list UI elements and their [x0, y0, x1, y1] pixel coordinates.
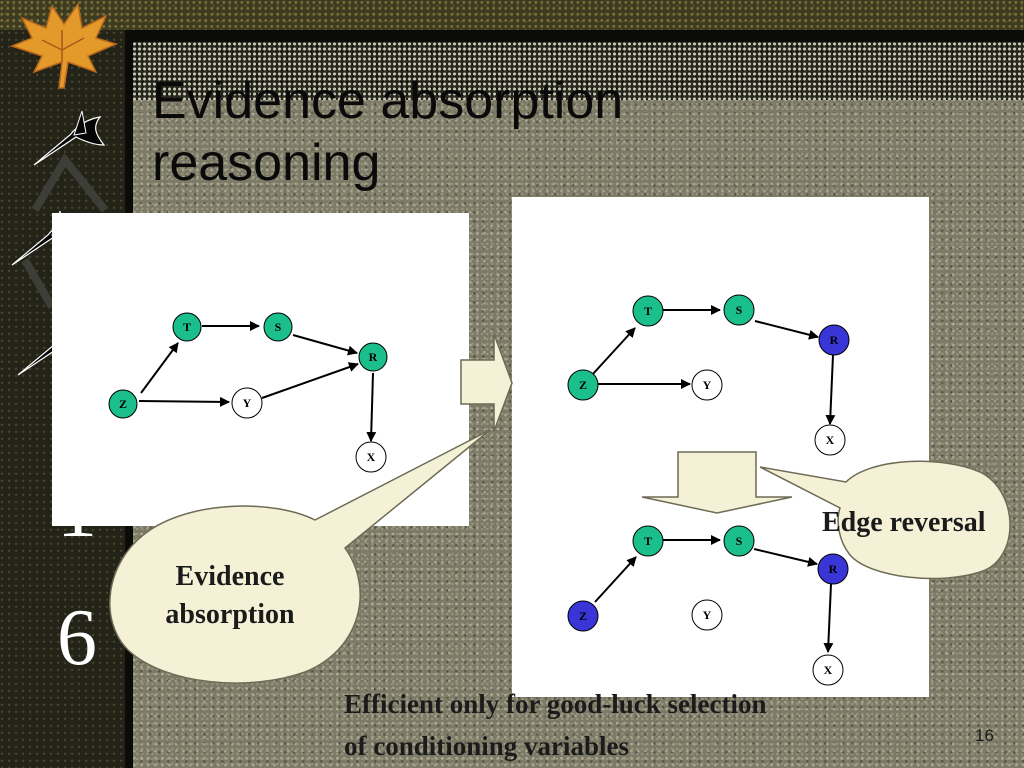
network-original: T S R Z Y X — [108, 312, 388, 473]
slide-number-digit-lower: 6 — [57, 594, 97, 682]
node-s: S — [723, 294, 755, 326]
node-s: S — [723, 525, 755, 557]
node-r: R — [818, 324, 850, 356]
node-x: X — [814, 424, 846, 456]
diagram-panel-original: T S R Z Y X — [52, 213, 469, 526]
node-y: Y — [691, 599, 723, 631]
svg-text:Z: Z — [579, 609, 587, 623]
title-band — [125, 30, 1024, 42]
edge-s-r — [754, 320, 819, 340]
node-z: Z — [108, 389, 138, 419]
network-absorbed-and-reversed: T S R Z Y X — [567, 294, 850, 686]
svg-text:Z: Z — [119, 397, 127, 411]
chevron-lines-icon — [31, 153, 109, 213]
svg-text:R: R — [830, 333, 839, 347]
svg-text:R: R — [369, 350, 378, 364]
page-number: 16 — [975, 726, 994, 745]
edge-z-t — [594, 556, 637, 603]
evidence-absorption-line-2: absorption — [165, 599, 295, 630]
diagonal-line-icon — [21, 258, 56, 309]
svg-text:T: T — [183, 320, 191, 334]
edge-r-x — [825, 354, 836, 425]
edge-r-x — [823, 583, 834, 653]
svg-text:Y: Y — [703, 378, 712, 392]
node-z: Z — [567, 369, 599, 401]
svg-text:X: X — [824, 663, 833, 677]
svg-text:S: S — [275, 320, 282, 334]
edge-z-t — [140, 342, 179, 394]
maple-leaf-icon — [9, 2, 119, 89]
edge-z-t — [591, 327, 636, 376]
evidence-absorption-bubble — [109, 429, 491, 684]
footer-line-1: Efficient only for good-luck selection — [344, 689, 767, 719]
svg-text:S: S — [736, 303, 743, 317]
edge-reversal-label: Edge reversal — [822, 507, 986, 538]
node-r: R — [817, 553, 849, 585]
node-t: T — [172, 312, 202, 342]
svg-text:T: T — [644, 304, 652, 318]
edge-z-y — [138, 396, 230, 407]
svg-text:S: S — [736, 534, 743, 548]
diagram-panel-transformed: T S R Z Y X — [512, 197, 929, 697]
network-reversed: T S R Z Y X — [567, 525, 849, 686]
node-y: Y — [231, 387, 263, 419]
down-block-arrow — [641, 451, 793, 514]
slide-title-line-2: reasoning — [152, 134, 381, 192]
top-texture-bar — [0, 0, 1024, 30]
slide-title-line-1: Evidence absorption — [152, 72, 624, 130]
evidence-absorption-label: Evidence absorption — [130, 558, 330, 634]
network-absorbed: T S R Z Y X — [567, 294, 850, 456]
edge-s-r — [292, 334, 358, 356]
node-t: T — [632, 525, 664, 557]
svg-text:Y: Y — [243, 396, 252, 410]
edge-r-x — [366, 372, 377, 442]
edge-y-r — [261, 362, 359, 399]
node-z: Z — [567, 600, 599, 632]
svg-text:Y: Y — [703, 608, 712, 622]
edge-s-r — [753, 548, 818, 567]
svg-text:T: T — [644, 534, 652, 548]
svg-text:X: X — [367, 450, 376, 464]
svg-text:Z: Z — [579, 378, 587, 392]
node-s: S — [263, 312, 293, 342]
edge-reversal-bubble — [759, 460, 1011, 580]
node-x: X — [812, 654, 844, 686]
node-x: X — [355, 441, 387, 473]
right-block-arrow — [460, 333, 513, 432]
title-texture-strip — [133, 42, 1024, 100]
swordfish-icon — [33, 110, 106, 166]
footer-note: Efficient only for good-luck selection o… — [344, 683, 904, 767]
node-t: T — [632, 295, 664, 327]
footer-line-2: of conditioning variables — [344, 731, 630, 761]
svg-text:R: R — [829, 562, 838, 576]
evidence-absorption-line-1: Evidence — [175, 561, 285, 592]
svg-text:X: X — [826, 433, 835, 447]
slide-title: Evidence absorption reasoning — [152, 70, 792, 194]
node-y: Y — [691, 369, 723, 401]
node-r: R — [358, 342, 388, 372]
